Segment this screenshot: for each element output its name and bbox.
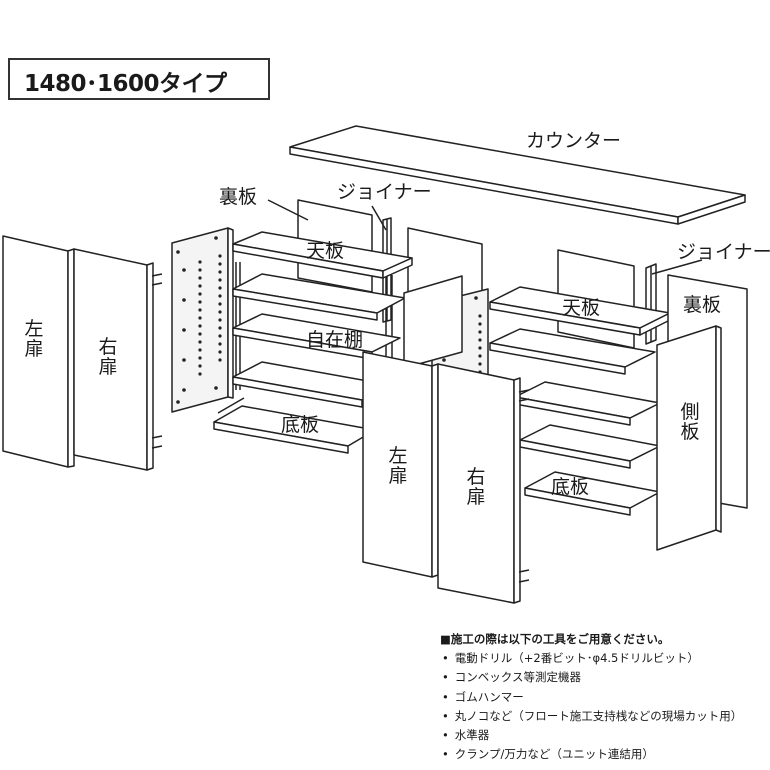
left-unit-side-panel <box>171 227 234 413</box>
assembly-diagram <box>2 125 748 604</box>
right-door-1 <box>73 248 163 471</box>
notes-item: ゴムハンマー <box>440 688 770 707</box>
label-left-door-1: 左扉 <box>24 318 44 360</box>
label-bottom-left: 底板 <box>281 414 320 436</box>
label-adjustable-shelf: 自在棚 <box>306 329 364 351</box>
tools-notes: ■施工の際は以下の工具をご用意ください。 電動ドリル（+2番ビット･φ4.5ドリ… <box>440 630 770 764</box>
adjustable-shelf-5 <box>514 381 661 426</box>
adjustable-shelf-6 <box>519 424 661 469</box>
counter-board <box>289 125 746 225</box>
page-title: 1480･1600タイプ <box>24 71 227 97</box>
label-right-door-1: 右扉 <box>98 336 118 378</box>
left-door-1 <box>2 235 75 468</box>
title-box: 1480･1600タイプ <box>8 58 270 100</box>
adjustable-shelf-2 <box>232 313 401 360</box>
notes-heading: ■施工の際は以下の工具をご用意ください。 <box>440 632 670 646</box>
middle-side-panel <box>403 275 463 369</box>
notes-item: 水準器 <box>440 726 770 745</box>
label-back-left: 裏板 <box>219 186 258 208</box>
notes-item: 電動ドリル（+2番ビット･φ4.5ドリルビット） <box>440 649 770 668</box>
label-top-right: 天板 <box>562 297 601 319</box>
label-joiner-right: ジョイナー <box>677 241 770 263</box>
bottom-board-left <box>213 397 376 454</box>
leader-lines <box>267 199 703 275</box>
label-left-door-2: 左扉 <box>388 445 408 487</box>
notes-item: 丸ノコなど（フロート施工支持桟などの現場カット用） <box>440 707 770 726</box>
notes-item: クランプ/万力など（ユニット連結用） <box>440 745 770 764</box>
left-side-holes <box>176 236 222 404</box>
label-joiner-left: ジョイナー <box>337 181 432 203</box>
side-panel-right <box>656 325 722 551</box>
label-bottom-right: 底板 <box>551 476 590 498</box>
label-counter: カウンター <box>526 130 622 152</box>
top-board-right <box>489 286 671 336</box>
label-top-left: 天板 <box>306 240 345 262</box>
top-board-left <box>232 231 413 279</box>
label-back-right: 裏板 <box>683 294 722 316</box>
label-side-panel: 側板 <box>680 401 700 443</box>
adjustable-shelf-4 <box>489 328 656 375</box>
right-door-2 <box>437 363 530 604</box>
notes-item: コンベックス等測定機器 <box>440 668 770 687</box>
bottom-board-right <box>524 471 661 516</box>
label-right-door-2: 右扉 <box>466 466 486 508</box>
